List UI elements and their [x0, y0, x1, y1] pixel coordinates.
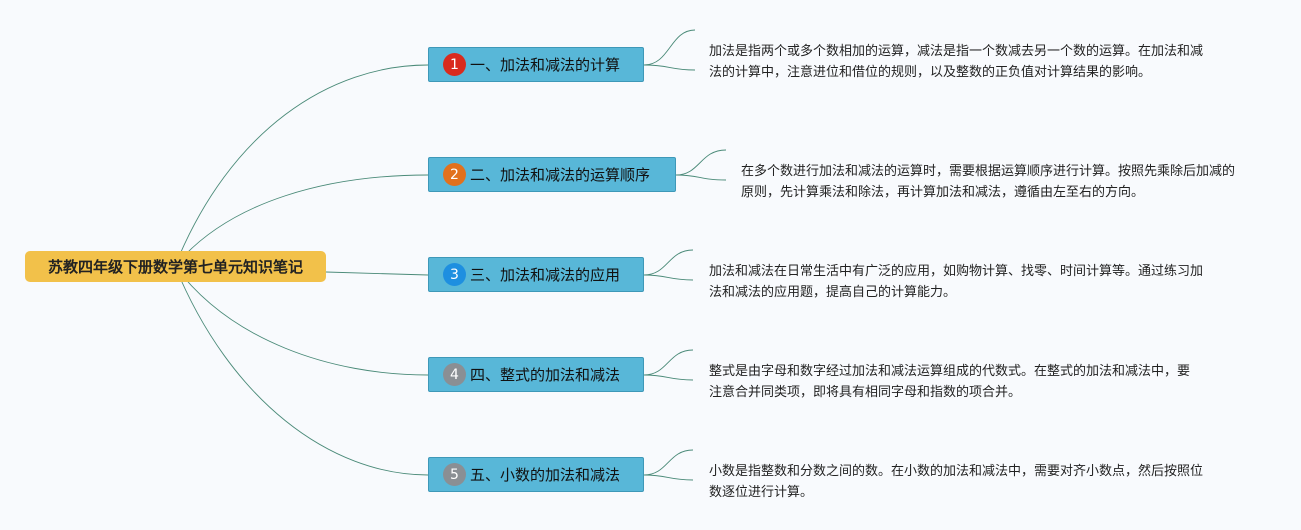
branch-node-4[interactable]: 4 四、整式的加法和减法	[428, 357, 644, 392]
root-connector-3	[325, 271, 429, 276]
note-bracket-4	[643, 349, 694, 381]
number-badge-icon: 3	[443, 263, 466, 286]
branch-label: 五、小数的加法和减法	[470, 466, 621, 484]
branch-node-3[interactable]: 3 三、加法和减法的应用	[428, 257, 644, 292]
note-text-1: 加法是指两个或多个数相加的运算，减法是指一个数减去另一个数的运算。在加法和减法的…	[709, 44, 1204, 80]
root-connector-1	[174, 64, 429, 267]
number-badge-icon: 5	[443, 463, 466, 486]
root-connector-4	[174, 265, 429, 376]
note-bracket-2	[675, 149, 727, 181]
branch-label: 二、加法和减法的运算顺序	[470, 166, 651, 184]
root-topic[interactable]: 苏教四年级下册数学第七单元知识笔记	[25, 251, 326, 282]
note-text-4: 整式是由字母和数字经过加法和减法运算组成的代数式。在整式的加法和减法中，要注意合…	[709, 364, 1191, 400]
number-badge-icon: 4	[443, 363, 466, 386]
branch-label: 四、整式的加法和减法	[470, 366, 621, 384]
number-badge-icon: 2	[443, 163, 466, 186]
root-connector-2	[174, 174, 429, 267]
branch-node-5[interactable]: 5 五、小数的加法和减法	[428, 457, 644, 492]
note-bracket-3	[643, 249, 694, 281]
note-bracket-1	[643, 29, 696, 71]
note-text-2: 在多个数进行加法和减法的运算时，需要根据运算顺序进行计算。按照先乘除后加减的原则…	[741, 164, 1236, 200]
note-text-3: 加法和减法在日常生活中有广泛的应用，如购物计算、找零、时间计算等。通过练习加法和…	[709, 264, 1204, 300]
branch-label: 一、加法和减法的计算	[470, 56, 621, 74]
branch-label: 三、加法和减法的应用	[470, 266, 621, 284]
number-badge-icon: 1	[443, 53, 466, 76]
root-connector-5	[174, 265, 429, 476]
branch-node-1[interactable]: 1 一、加法和减法的计算	[428, 47, 644, 82]
branch-node-2[interactable]: 2 二、加法和减法的运算顺序	[428, 157, 676, 192]
note-text-5: 小数是指整数和分数之间的数。在小数的加法和减法中，需要对齐小数点，然后按照位数逐…	[709, 464, 1204, 500]
note-bracket-5	[643, 449, 694, 481]
root-topic-label: 苏教四年级下册数学第七单元知识笔记	[47, 258, 303, 276]
